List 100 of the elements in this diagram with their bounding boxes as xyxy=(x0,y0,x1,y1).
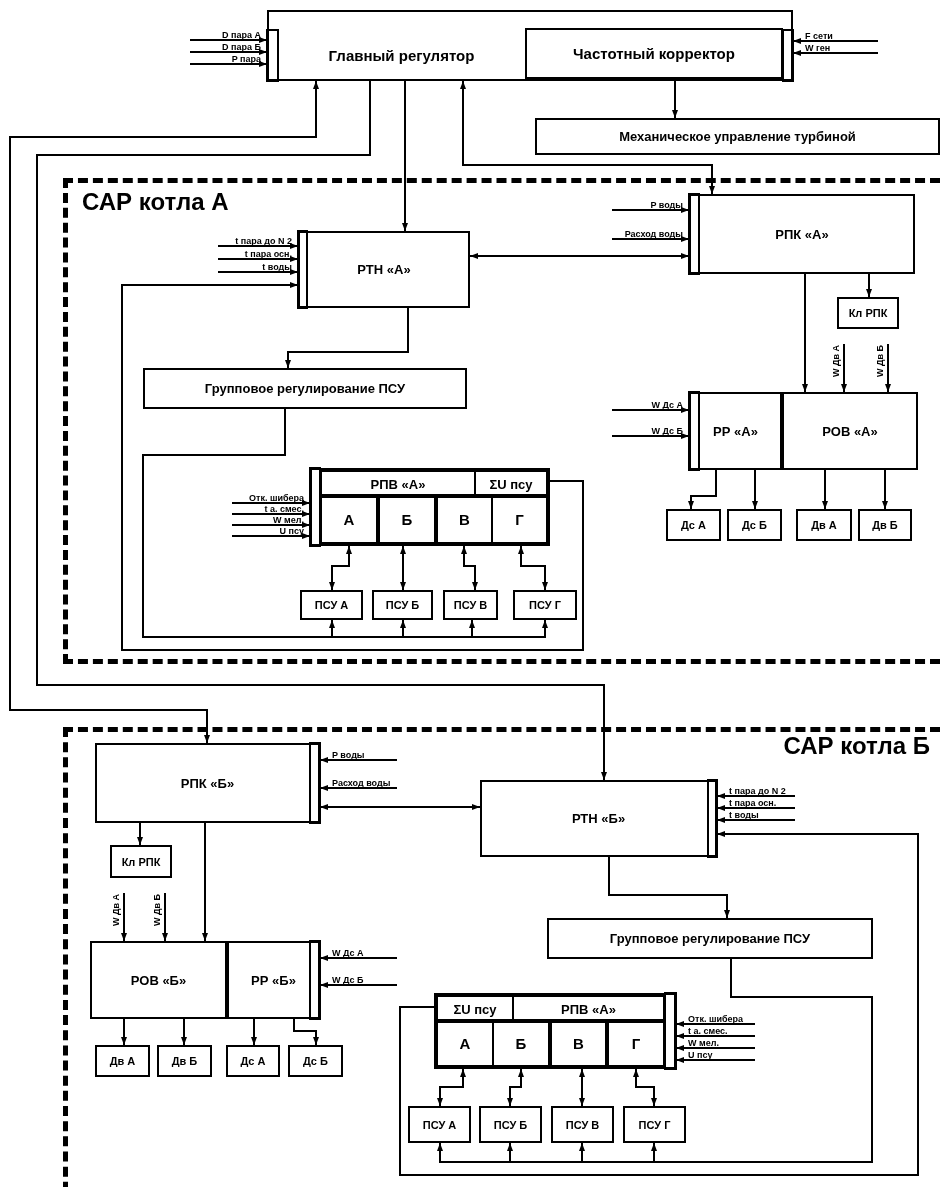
edge-label: W Дв Б xyxy=(152,894,162,926)
process-box: РТН «Б» xyxy=(480,780,717,857)
arrow xyxy=(792,38,879,44)
double-arrow xyxy=(437,1068,466,1107)
controller-box xyxy=(267,10,793,81)
edge-label: t а. смес. xyxy=(263,504,304,514)
process-box: Дс А xyxy=(226,1045,280,1077)
process-box: Дс Б xyxy=(727,509,782,541)
arrow xyxy=(675,1033,756,1039)
process-box: Частотный корректор xyxy=(525,28,783,79)
process-box: РПК «Б» xyxy=(95,743,320,823)
arrow xyxy=(121,282,584,651)
arrow xyxy=(231,522,311,528)
arrow xyxy=(285,307,409,369)
double-arrow xyxy=(400,545,406,591)
arrow xyxy=(319,757,398,763)
dashed-group-frame xyxy=(63,178,940,664)
arrow xyxy=(121,892,127,942)
arrow xyxy=(675,1045,756,1051)
process-box: Дв А xyxy=(95,1045,150,1077)
arrow xyxy=(716,793,796,799)
edge-label: W ген xyxy=(805,43,831,53)
arrow xyxy=(231,533,311,539)
double-arrow xyxy=(507,1068,524,1107)
arrow xyxy=(611,407,690,413)
process-box: РР «А» xyxy=(689,392,782,470)
arrow xyxy=(611,433,690,439)
arrow xyxy=(651,958,873,1163)
edge-label: t а. смес. xyxy=(688,1026,728,1036)
arrow xyxy=(319,785,398,791)
arrow xyxy=(752,469,758,510)
dashed-group-frame xyxy=(63,727,940,1187)
arrow xyxy=(822,469,828,510)
process-box: Дс А xyxy=(666,509,721,541)
arrow xyxy=(675,1057,756,1063)
process-box: Дс Б xyxy=(288,1045,343,1077)
process-box: Дв Б xyxy=(858,509,912,541)
process-box: ПСУ А xyxy=(300,590,363,620)
edge-label: t пара осн. xyxy=(729,798,777,808)
process-box: ПСУ В xyxy=(443,590,498,620)
edge-label: D пара Б xyxy=(221,42,261,52)
process-box: Механическое управление турбиной xyxy=(535,118,940,155)
arrow xyxy=(608,856,730,919)
double-arrow xyxy=(460,80,715,195)
arrow xyxy=(189,61,268,67)
edge-label: Расход воды xyxy=(623,229,683,239)
edge-label: t пара осн. xyxy=(243,249,292,259)
process-box: РТН «А» xyxy=(298,231,470,308)
arrow xyxy=(189,37,268,43)
process-box: ΣU псу xyxy=(474,470,548,498)
process-box: ПСУ В xyxy=(551,1106,614,1143)
arrow xyxy=(231,511,311,517)
process-box: РОВ «Б» xyxy=(90,941,227,1019)
process-box: Г xyxy=(607,1019,665,1067)
double-arrow xyxy=(579,1068,585,1107)
edge-label: W мел. xyxy=(688,1038,719,1048)
arrow xyxy=(251,1018,257,1046)
arrow xyxy=(137,822,143,846)
process-box: Кл РПК xyxy=(837,297,899,329)
arrow xyxy=(181,1018,187,1046)
arrow xyxy=(716,817,796,823)
arrow xyxy=(293,1018,319,1046)
arrow xyxy=(319,955,398,961)
edge-label: Отк. шибера xyxy=(248,493,304,503)
arrow xyxy=(142,408,548,638)
edge-label: P воды xyxy=(649,200,683,210)
block-label: Главный регулятор xyxy=(327,46,476,66)
arrow xyxy=(217,256,299,262)
double-arrow xyxy=(319,804,481,810)
process-box: ΣU псу xyxy=(436,995,514,1023)
process-box: Кл РПК xyxy=(110,845,172,878)
arrow xyxy=(611,236,690,242)
edge-label: W Дв А xyxy=(831,345,841,377)
process-box: ПСУ Б xyxy=(372,590,433,620)
process-box: А xyxy=(436,1019,494,1067)
double-arrow xyxy=(518,545,548,591)
process-box: Групповое регулирование ПСУ xyxy=(143,368,467,409)
double-arrow xyxy=(633,1068,657,1107)
process-box: РПВ «А» xyxy=(512,995,665,1023)
group-heading: САР котла А xyxy=(82,187,230,217)
edge-label: F сети xyxy=(805,31,833,41)
process-box: В xyxy=(550,1019,607,1067)
process-box: Б xyxy=(492,1019,550,1067)
edge-label: W мел. xyxy=(272,515,304,525)
process-box: ПСУ Б xyxy=(479,1106,542,1143)
double-arrow xyxy=(469,253,690,259)
process-box: ПСУ Г xyxy=(513,590,577,620)
edge-label: W Дв Б xyxy=(875,345,885,377)
arrow xyxy=(866,273,872,298)
process-box: ПСУ Г xyxy=(623,1106,686,1143)
edge-label: Расход воды xyxy=(332,778,391,788)
edge-label: Отк. шибера xyxy=(688,1014,743,1024)
arrow xyxy=(882,469,888,510)
arrow xyxy=(121,1018,127,1046)
process-box: В xyxy=(436,494,493,544)
arrow xyxy=(841,343,847,393)
arrow xyxy=(675,1021,756,1027)
double-arrow xyxy=(9,80,319,744)
process-box: Групповое регулирование ПСУ xyxy=(547,918,873,959)
arrow xyxy=(217,243,299,249)
